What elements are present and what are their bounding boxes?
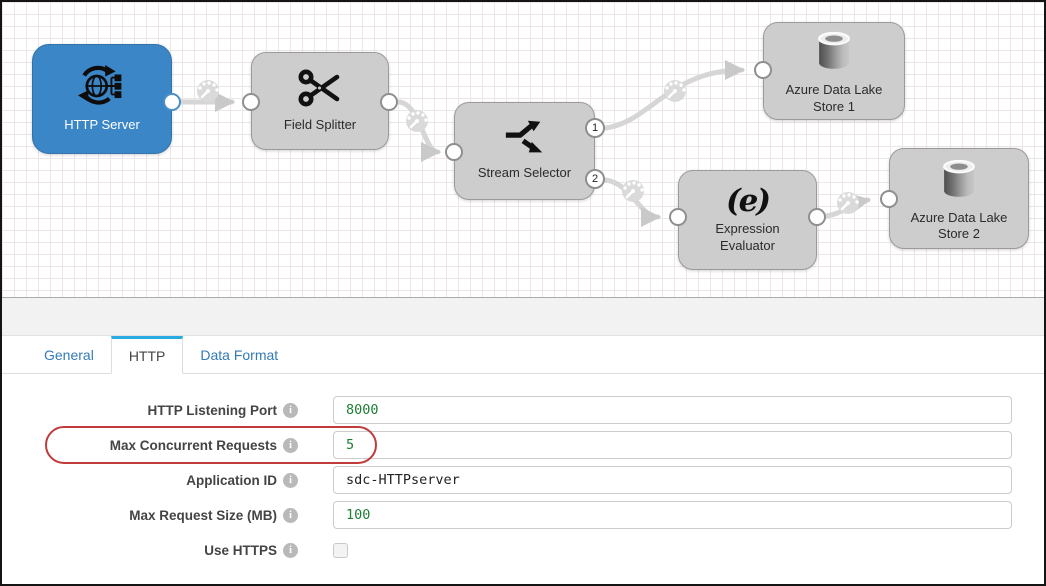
tab-label: Data Format bbox=[200, 346, 279, 363]
port-expression-evaluator-input[interactable] bbox=[669, 208, 687, 226]
node-label: Expression Evaluator bbox=[715, 221, 780, 253]
info-icon[interactable]: i bbox=[283, 472, 298, 488]
field-row-http-listening-port: HTTP Listening Port i bbox=[2, 396, 1012, 424]
info-icon[interactable]: i bbox=[283, 542, 298, 558]
pipeline-canvas[interactable]: HTTP Server Field Splitter bbox=[2, 2, 1044, 297]
field-row-max-request-size: Max Request Size (MB) i bbox=[2, 501, 1012, 529]
node-label: Azure Data Lake Store 2 bbox=[910, 209, 1008, 241]
field-label: Application ID bbox=[186, 472, 277, 488]
node-stream-selector[interactable]: Stream Selector bbox=[454, 102, 595, 200]
field-row-use-https: Use HTTPS i bbox=[2, 536, 1012, 564]
port-field-splitter-output[interactable] bbox=[380, 93, 398, 111]
port-field-splitter-input[interactable] bbox=[242, 93, 260, 111]
max-request-size-input[interactable] bbox=[333, 501, 1012, 529]
node-http-server[interactable]: HTTP Server bbox=[32, 44, 172, 154]
http-listening-port-input[interactable] bbox=[333, 396, 1012, 424]
tab-http[interactable]: HTTP bbox=[110, 336, 184, 374]
port-http-server-output[interactable] bbox=[163, 93, 181, 111]
use-https-checkbox[interactable] bbox=[333, 542, 348, 558]
node-expression-evaluator[interactable]: (e) Expression Evaluator bbox=[678, 170, 817, 270]
port-number: 2 bbox=[591, 173, 599, 185]
port-stream-selector-output-1[interactable]: 1 bbox=[585, 118, 605, 138]
port-expression-evaluator-output[interactable] bbox=[808, 208, 826, 226]
canvas-config-divider bbox=[2, 297, 1044, 336]
gauge-icon bbox=[620, 178, 646, 202]
field-row-max-concurrent-requests: Max Concurrent Requests i bbox=[2, 431, 1012, 459]
tab-data-format[interactable]: Data Format bbox=[183, 336, 295, 373]
field-label: Max Request Size (MB) bbox=[129, 507, 277, 523]
link-streamselector1-adls1 bbox=[603, 60, 745, 131]
port-adls2-input[interactable] bbox=[880, 190, 898, 208]
port-stream-selector-output-2[interactable]: 2 bbox=[585, 169, 605, 189]
tab-label: HTTP bbox=[128, 348, 166, 364]
gauge-icon bbox=[195, 78, 221, 102]
info-icon[interactable]: i bbox=[283, 507, 298, 523]
node-azure-data-lake-store-1[interactable]: Azure Data Lake Store 1 bbox=[763, 22, 905, 120]
info-icon[interactable]: i bbox=[283, 437, 298, 453]
expression-icon: (e) bbox=[725, 183, 771, 220]
node-label: Field Splitter bbox=[283, 117, 357, 133]
field-label: Use HTTPS bbox=[204, 542, 277, 558]
node-field-splitter[interactable]: Field Splitter bbox=[251, 52, 389, 150]
gauge-icon bbox=[835, 190, 861, 214]
field-label: Max Concurrent Requests bbox=[109, 437, 277, 453]
node-azure-data-lake-store-2[interactable]: Azure Data Lake Store 2 bbox=[889, 148, 1029, 249]
database-cylinder-icon bbox=[813, 27, 855, 78]
tab-label: General bbox=[44, 346, 94, 363]
port-number: 1 bbox=[591, 122, 599, 134]
field-row-application-id: Application ID i bbox=[2, 466, 1012, 494]
database-cylinder-icon bbox=[938, 155, 980, 206]
http-config-form: HTTP Listening Port i Max Concurrent Req… bbox=[2, 374, 1044, 564]
config-tabs: General HTTP Data Format bbox=[2, 336, 1044, 374]
info-icon[interactable]: i bbox=[283, 402, 298, 418]
port-adls1-input[interactable] bbox=[754, 61, 772, 79]
stream-split-icon bbox=[503, 120, 547, 161]
application-id-input[interactable] bbox=[333, 466, 1012, 494]
port-stream-selector-input[interactable] bbox=[445, 143, 463, 161]
gauge-icon bbox=[404, 108, 430, 132]
http-server-icon bbox=[76, 64, 128, 113]
pipeline-links bbox=[178, 60, 871, 227]
node-label: HTTP Server bbox=[64, 117, 140, 133]
scissors-icon bbox=[297, 68, 343, 113]
tab-general[interactable]: General bbox=[27, 336, 111, 373]
node-label: Stream Selector bbox=[477, 165, 572, 181]
max-concurrent-requests-input[interactable] bbox=[333, 431, 1012, 459]
gauge-icon bbox=[662, 78, 688, 102]
node-label: Azure Data Lake Store 1 bbox=[785, 82, 883, 114]
field-label: HTTP Listening Port bbox=[147, 402, 277, 418]
